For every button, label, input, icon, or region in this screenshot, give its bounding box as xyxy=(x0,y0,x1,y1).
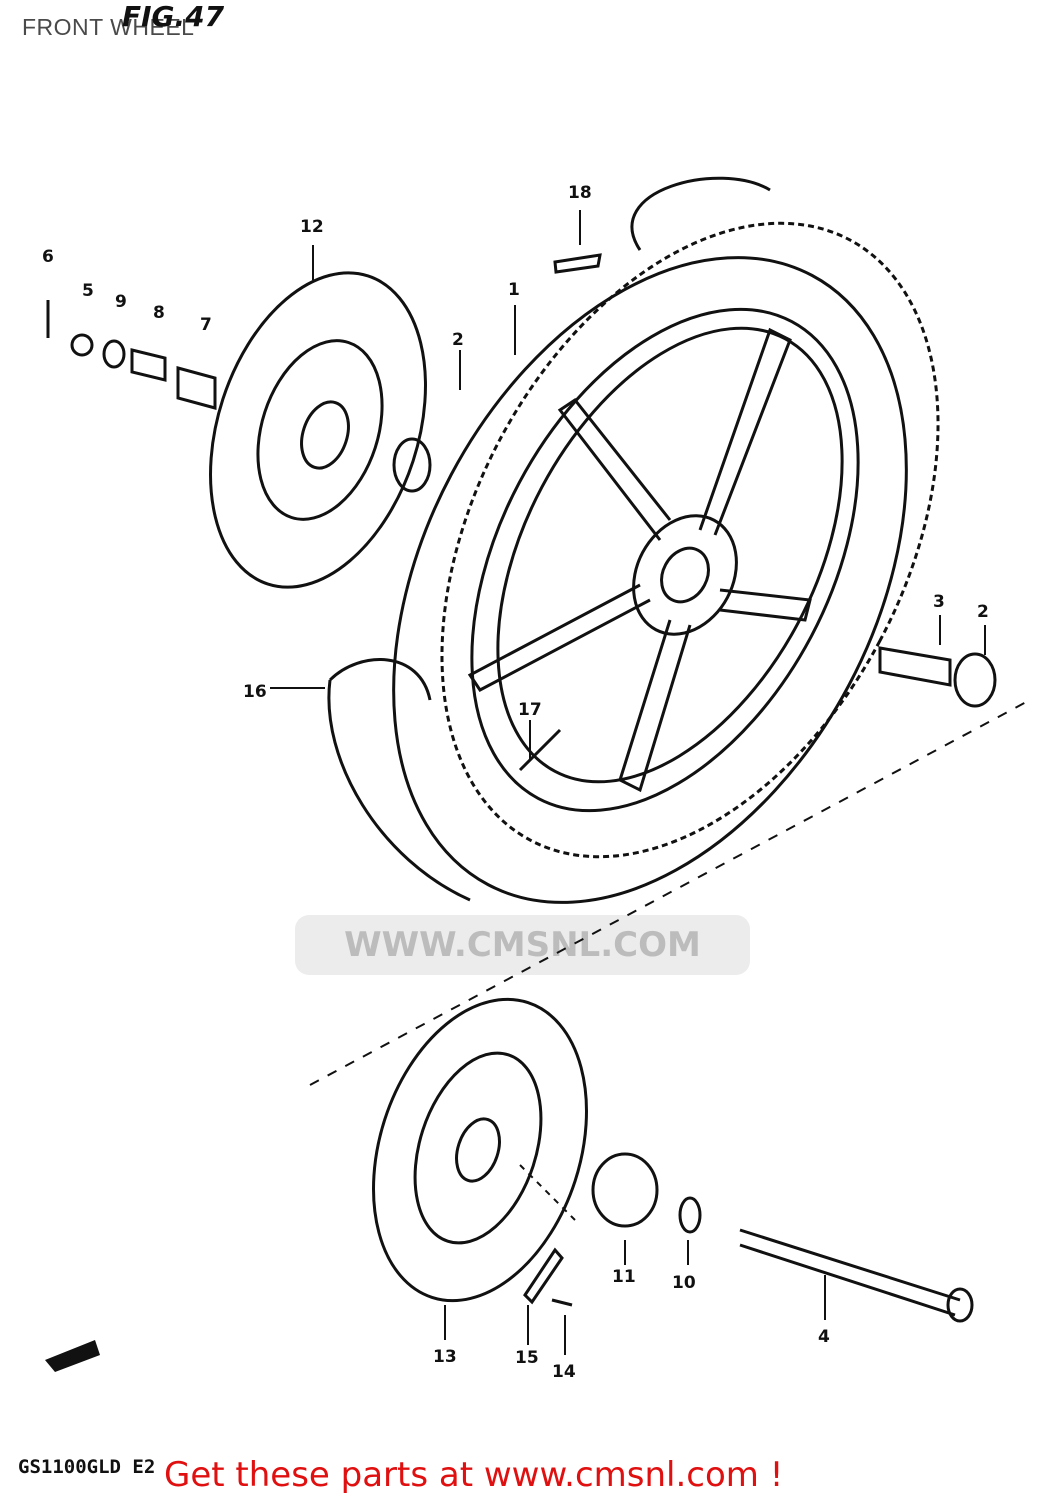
callout-14: 14 xyxy=(552,1362,576,1382)
callout-1: 1 xyxy=(508,280,520,300)
model-code: GS1100GLD E2 xyxy=(18,1456,156,1478)
callout-10: 10 xyxy=(672,1273,696,1293)
callout-2b: 2 xyxy=(977,602,989,622)
callout-4: 4 xyxy=(818,1327,830,1347)
collar-11[interactable] xyxy=(591,1152,659,1228)
rim-band-18[interactable] xyxy=(553,253,602,274)
callout-17: 17 xyxy=(518,700,542,720)
tire[interactable] xyxy=(289,139,1039,990)
washer-9[interactable] xyxy=(102,339,126,369)
wheel-rim[interactable] xyxy=(393,244,938,876)
axle-head[interactable] xyxy=(946,1287,974,1323)
callout-16: 16 xyxy=(243,682,267,702)
nut-5[interactable] xyxy=(70,333,94,357)
spacer-8[interactable] xyxy=(130,348,167,382)
watermark: WWW.CMSNL.COM xyxy=(295,915,750,975)
valve-17[interactable] xyxy=(518,728,562,772)
callout-6: 6 xyxy=(42,247,54,267)
washer-10[interactable] xyxy=(678,1196,702,1234)
figure-label: FIG.47 xyxy=(122,0,225,33)
callout-9: 9 xyxy=(115,292,127,312)
front-direction-arrow-icon xyxy=(45,1340,100,1372)
spacer-3[interactable] xyxy=(878,646,952,687)
bearing-2-right[interactable] xyxy=(953,652,997,708)
callout-5: 5 xyxy=(82,281,94,301)
page-title: FRONT WHEEL xyxy=(22,14,195,40)
callout-12: 12 xyxy=(300,217,324,237)
callout-11: 11 xyxy=(612,1267,636,1287)
callout-3: 3 xyxy=(933,592,945,612)
callout-15: 15 xyxy=(515,1348,539,1368)
promo-link[interactable]: Get these parts at www.cmsnl.com ! xyxy=(164,1455,784,1495)
callout-8: 8 xyxy=(153,303,165,323)
axle-4[interactable] xyxy=(739,1228,961,1317)
brake-disc-upper[interactable] xyxy=(173,245,463,615)
collar-7[interactable] xyxy=(176,366,217,410)
brake-disc-lower[interactable] xyxy=(337,972,623,1329)
callout-18: 18 xyxy=(568,183,592,203)
callout-13: 13 xyxy=(433,1347,457,1367)
bolt-14[interactable] xyxy=(551,1298,573,1307)
callout-7: 7 xyxy=(200,315,212,335)
bearing-2-left[interactable] xyxy=(392,437,432,493)
callout-2: 2 xyxy=(452,330,464,350)
lock-washer-15[interactable] xyxy=(523,1247,564,1305)
